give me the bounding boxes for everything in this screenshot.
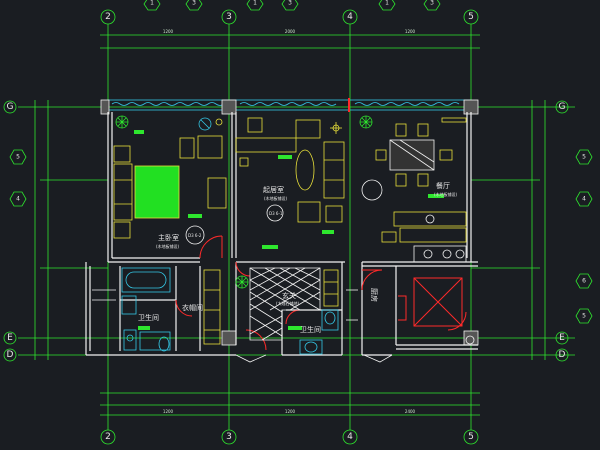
dimension-label: 2400 xyxy=(405,409,416,414)
grid-bubble-label: 4 xyxy=(347,432,353,442)
sub-bubble-label: 5 xyxy=(16,154,20,161)
sub-bubble-label: 5 xyxy=(582,313,586,320)
doors xyxy=(175,235,467,351)
dimension-label: 2000 xyxy=(285,29,296,34)
bottom-grid-bubbles: 2 3 4 5 xyxy=(100,429,479,445)
svg-text:D3 6-1: D3 6-1 xyxy=(269,211,283,216)
room-name-living-room: 起居室 xyxy=(263,185,284,194)
room-name-entrance: 玄关 xyxy=(282,291,296,300)
grid-lines xyxy=(18,24,575,430)
grid-bubble-label: 2 xyxy=(105,12,111,22)
grid-bubble-label: E xyxy=(559,333,565,343)
dining-room: 餐厅 (木地板铺设) xyxy=(359,115,467,263)
top-grid-bubbles: 2 3 4 5 1 3 1 3 1 3 xyxy=(100,0,479,25)
grid-bubble-label: G xyxy=(7,102,14,112)
structural-columns xyxy=(100,99,479,346)
dimension-label: 1200 xyxy=(163,409,174,414)
sub-bubble-label: 6 xyxy=(582,278,586,285)
room-name-dining-room: 餐厅 xyxy=(436,181,450,190)
sub-bubble-label: 1 xyxy=(150,0,154,7)
sub-bubble-label: 3 xyxy=(430,0,434,7)
sub-bubble-label: 5 xyxy=(582,154,586,161)
walls xyxy=(85,112,478,356)
kitchen-label: 厨房 xyxy=(370,288,379,302)
grid-bubble-label: 5 xyxy=(468,432,474,442)
guest-bathroom: 卫生间 xyxy=(299,309,339,355)
sub-bubble-label: 4 xyxy=(16,196,20,203)
entrance: 玄关 (大理石铺地) xyxy=(235,267,339,341)
master-bedroom: D3 6-2 主卧室 (木地板铺设) xyxy=(113,115,227,249)
room-note-entrance: (大理石铺地) xyxy=(276,300,300,306)
room-name-guest-bath: 卫生间 xyxy=(300,325,321,334)
kitchen: 厨房 xyxy=(370,277,475,345)
grid-bubble-label: G xyxy=(559,102,566,112)
dimension-label: 1200 xyxy=(285,409,296,414)
exterior-details xyxy=(92,289,393,363)
room-note-master-bedroom: (木地板铺设) xyxy=(156,243,180,249)
sub-bubble-label: 1 xyxy=(253,0,257,7)
grid-bubble-label: D xyxy=(7,350,14,360)
room-note-living-room: (木地板铺设) xyxy=(264,195,288,201)
sub-bubble-label: 3 xyxy=(288,0,292,7)
row-grid-bubbles: G E D G E D 5 4 5 4 6 5 xyxy=(3,100,593,362)
grid-bubble-label: E xyxy=(7,333,13,343)
room-name-master-bath: 卫生间 xyxy=(138,313,159,322)
dimension-label: 1200 xyxy=(405,29,416,34)
dimension-label: 1200 xyxy=(163,29,174,34)
svg-text:D3 6-2: D3 6-2 xyxy=(188,233,202,238)
window-wall xyxy=(107,98,472,112)
living-room: D3 6-1 起居室 (木地板铺设) xyxy=(235,117,383,249)
grid-bubble-label: 3 xyxy=(226,12,232,22)
grid-bubble-label: 2 xyxy=(105,432,111,442)
room-name-closet: 衣帽间 xyxy=(182,303,203,312)
room-name-master-bedroom: 主卧室 xyxy=(158,233,179,242)
grid-bubble-label: 3 xyxy=(226,432,232,442)
master-bathroom: 卫生间 xyxy=(121,267,171,352)
grid-bubble-label: 5 xyxy=(468,12,474,22)
dimension-texts: 1200 2000 1200 1200 1200 2400 xyxy=(163,29,416,414)
grid-bubble-label: 4 xyxy=(347,12,353,22)
room-note-dining-room: (木地板铺设) xyxy=(434,191,458,197)
grid-bubble-label: D xyxy=(559,350,566,360)
closet: 衣帽间 xyxy=(182,269,221,345)
sub-bubble-label: 3 xyxy=(192,0,196,7)
sub-bubble-label: 4 xyxy=(582,196,586,203)
sub-bubble-label: 1 xyxy=(385,0,389,7)
